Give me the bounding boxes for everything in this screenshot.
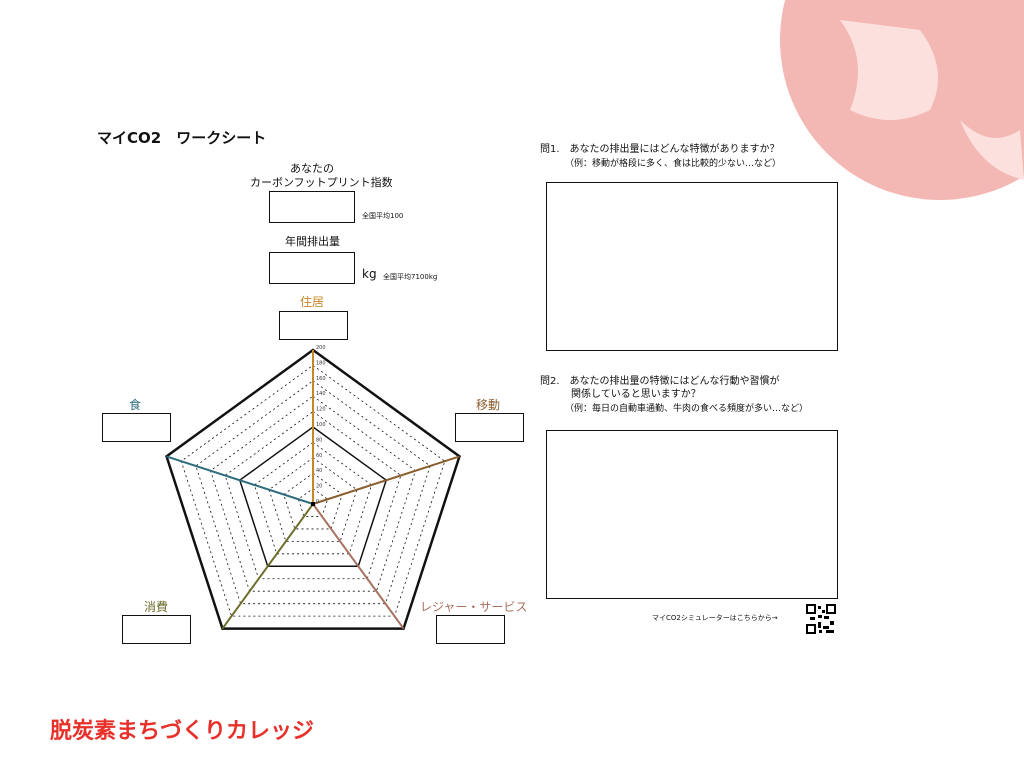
axis-tick-label: 20 xyxy=(316,484,322,490)
annual-label: 年間排出量 xyxy=(285,235,340,248)
annual-input-box[interactable] xyxy=(269,252,355,284)
index-label-2: カーボンフットプリント指数 xyxy=(250,176,393,189)
axis-tick-label: 160 xyxy=(316,376,326,382)
radar-ring-40 xyxy=(283,472,343,530)
axis-tick-label: 0 xyxy=(316,499,319,505)
radar-ring-80 xyxy=(253,441,373,555)
radar-ring-180 xyxy=(180,364,446,617)
radar-ring-200 xyxy=(165,348,461,630)
globe-decoration xyxy=(780,0,1024,200)
q1-example: （例：移動が格段に多く、食は比較的少ない…など） xyxy=(565,159,782,169)
simulator-link[interactable]: マイCO2シミュレーターはこちらから→ xyxy=(652,614,778,622)
axis-tick-label: 140 xyxy=(316,391,326,397)
index-note: 全国平均100 xyxy=(362,212,404,220)
axis-tick-label: 40 xyxy=(316,468,322,474)
index-input-box[interactable] xyxy=(269,191,355,223)
label-leisure: レジャー・サービス xyxy=(420,600,528,614)
axis-tick-label: 100 xyxy=(316,422,326,428)
radar-center xyxy=(311,502,315,506)
axis-tick-label: 200 xyxy=(316,345,326,351)
radar-ring-160 xyxy=(195,380,431,605)
housing-input-box[interactable] xyxy=(279,311,348,340)
axis-tick-label: 180 xyxy=(316,360,326,366)
q2-example: （例：毎日の自動車通勤、牛肉の食べる頻度が多い…など） xyxy=(565,404,809,414)
brand-logo: 脱炭素まちづくりカレッジ xyxy=(50,719,315,744)
food-input-box[interactable] xyxy=(102,413,171,442)
index-label: あなたの xyxy=(290,162,334,175)
page-title: マイCO2 ワークシート xyxy=(97,129,267,147)
radar-axis-leisure xyxy=(312,503,405,630)
q1-answer-box[interactable] xyxy=(546,182,838,351)
consumption-input-box[interactable] xyxy=(122,615,191,644)
axis-tick-label: 120 xyxy=(316,407,326,413)
axis-tick-label: 60 xyxy=(316,453,322,459)
radar-ring-20 xyxy=(297,488,329,517)
leisure-input-box[interactable] xyxy=(436,615,505,644)
radar-axis-food xyxy=(166,455,314,505)
axis-tick-label: 80 xyxy=(316,437,322,443)
radar-ring-100 xyxy=(238,426,388,568)
label-food: 食 xyxy=(129,398,142,412)
radar-axis-mobility xyxy=(312,455,460,505)
radar-ring-60 xyxy=(268,457,358,542)
q2-answer-box[interactable] xyxy=(546,430,838,599)
label-consumption: 消費 xyxy=(144,600,169,614)
annual-note: 全国平均7100kg xyxy=(383,273,438,281)
radar-ring-140 xyxy=(210,395,416,592)
radar-axis-consumption xyxy=(221,503,314,630)
label-mobility: 移動 xyxy=(476,398,501,412)
mobility-input-box[interactable] xyxy=(455,413,524,442)
q1-title: 問1. あなたの排出量にはどんな特徴がありますか？ xyxy=(540,144,780,155)
qr-code-icon[interactable] xyxy=(806,604,836,634)
annual-unit: kg xyxy=(362,267,377,281)
label-housing: 住居 xyxy=(300,295,325,309)
radar-ring-120 xyxy=(224,411,402,580)
q2-title-2: 関係していると思いますか？ xyxy=(571,389,701,400)
q2-title: 問2. あなたの排出量の特徴にはどんな行動や習慣が xyxy=(540,376,780,387)
